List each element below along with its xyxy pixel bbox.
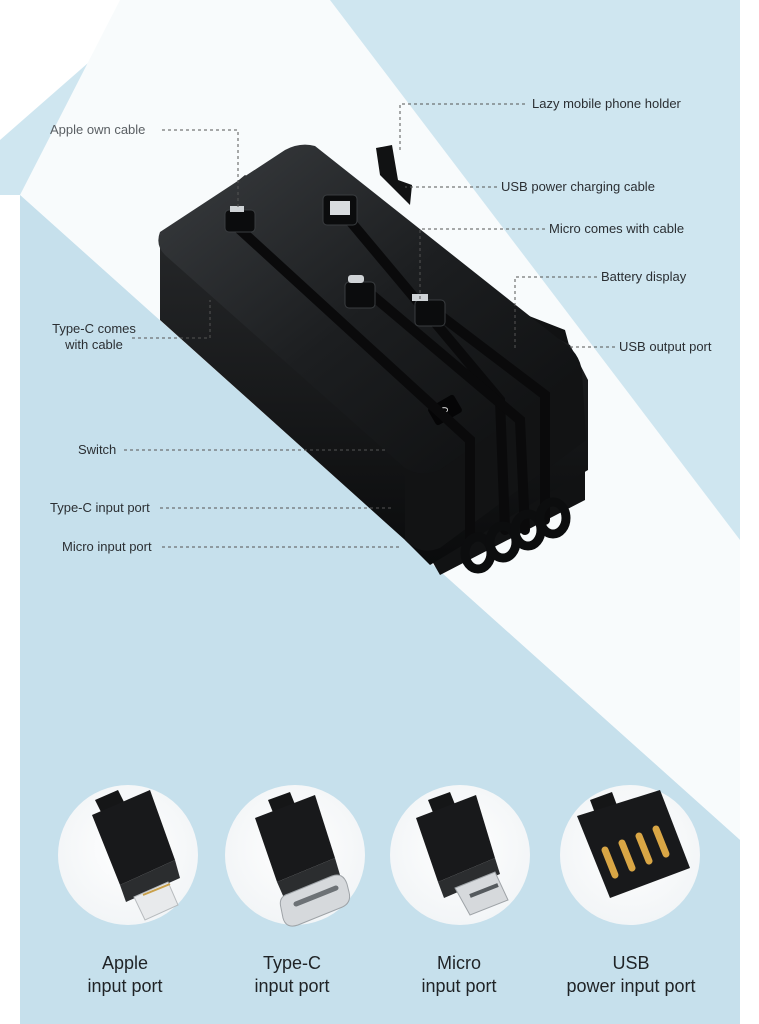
port-label-line1: Micro	[437, 953, 481, 973]
callout-apple-cable: Apple own cable	[50, 122, 146, 137]
callout-usb-charging-cable: USB power charging cable	[501, 179, 655, 194]
callout-micro-input: Micro input port	[62, 539, 152, 554]
port-label-line1: Apple	[101, 953, 149, 973]
micro-usb-connector-icon	[416, 792, 509, 916]
port-label-type-c: Type-C input port	[207, 952, 377, 998]
retractable-cables	[230, 210, 550, 545]
battery-display	[428, 394, 462, 426]
port-label-apple: Apple input port	[40, 952, 210, 998]
leader-lines	[124, 103, 615, 548]
port-label-line2: input port	[254, 976, 330, 996]
usb-tip	[330, 201, 350, 215]
callout-battery-display: Battery display	[601, 269, 687, 284]
cable-loops	[460, 497, 571, 574]
port-label-micro: Micro input port	[374, 952, 544, 998]
callout-type-c-cable: Type-C comes with cable	[52, 321, 136, 352]
port-label-usb: USB power input port	[546, 952, 716, 998]
lightning-tip	[230, 206, 244, 212]
power-bank: 00	[158, 144, 588, 575]
background-left-strip	[0, 195, 20, 1024]
background-right-strip	[740, 0, 759, 1024]
port-label-line2: input port	[87, 976, 163, 996]
phone-holder	[376, 145, 412, 205]
port-label-line1: Type-C	[262, 953, 322, 973]
type-c-cable-head	[344, 281, 376, 309]
callout-switch: Switch	[78, 442, 117, 457]
usb-a-connector-icon	[577, 790, 690, 898]
micro-cable-head	[414, 299, 446, 327]
device-top-face	[158, 144, 583, 474]
callout-micro-cable: Micro comes with cable	[549, 221, 685, 236]
lightning-cable-head	[224, 209, 256, 233]
type-c-tip	[348, 275, 364, 283]
background-lower-blue	[20, 195, 740, 1024]
usb-c-connector-icon	[255, 792, 351, 927]
callout-type-c-input: Type-C input port	[50, 500, 150, 515]
port-label-line1: USB	[612, 953, 650, 973]
callout-phone-holder: Lazy mobile phone holder	[532, 96, 681, 111]
lightning-connector-icon	[92, 790, 180, 921]
port-label-line2: input port	[421, 976, 497, 996]
callout-usb-output: USB output port	[619, 339, 712, 354]
port-label-line2: power input port	[566, 976, 696, 996]
